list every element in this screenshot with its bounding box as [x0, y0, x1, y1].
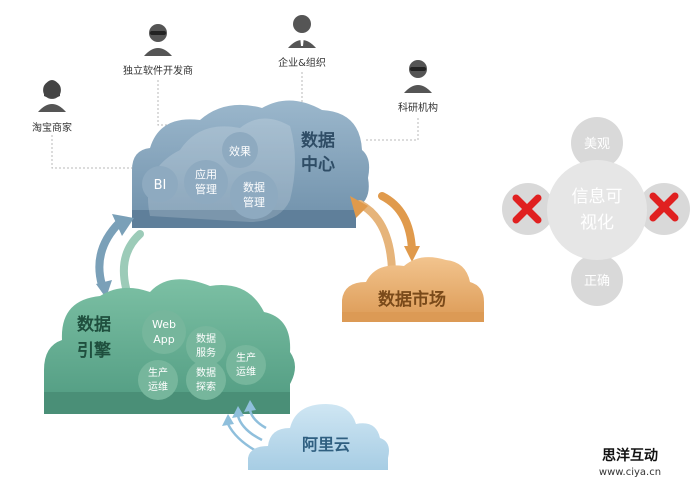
bubble-bi — [142, 166, 178, 202]
data-engine-title-2: 引擎 — [77, 340, 112, 361]
viz-bottom-label: 正确 — [584, 274, 610, 289]
bubble-app-mgmt — [184, 160, 228, 204]
aliyun-arrow-head-3 — [244, 400, 256, 412]
arrow-head-market-up — [350, 196, 368, 218]
bubble-data-explore-2: 探索 — [196, 380, 216, 393]
bubble-data-explore — [186, 360, 226, 400]
viz-top-label: 美观 — [584, 137, 610, 152]
data-market-cloud — [342, 257, 484, 322]
bubble-prod-ops-b-1: 生产 — [236, 351, 256, 364]
viz-center-label-2: 视化 — [580, 213, 614, 233]
label-research: 科研机构 — [398, 101, 438, 114]
bubble-app-mgmt-1: 应用 — [195, 167, 217, 181]
bubble-prod-ops-b-2: 运维 — [236, 365, 256, 378]
arrow-market-center — [356, 192, 416, 274]
label-isv: 独立软件开发商 — [123, 64, 193, 77]
watermark-url: www.ciya.cn — [599, 467, 661, 478]
bubble-prod-ops-a — [138, 360, 178, 400]
arrow-head-down — [96, 280, 112, 298]
arrow-head-market-down — [404, 246, 420, 262]
aliyun-arrow-head-1 — [222, 414, 234, 426]
bubble-effect-label: 效果 — [229, 144, 251, 158]
viz-center-label-1: 信息可 — [572, 187, 623, 207]
person-icon-research — [404, 60, 432, 93]
data-engine-title-1: 数据 — [77, 314, 111, 335]
red-x-icon-left — [512, 194, 542, 224]
bubble-data-mgmt-2: 管理 — [243, 195, 265, 209]
viz-center-circle — [547, 160, 647, 260]
bubble-data-service-1: 数据 — [196, 332, 216, 345]
bubble-data-service — [186, 326, 226, 366]
person-icon-isv — [144, 24, 172, 56]
person-icon-enterprise — [288, 15, 316, 48]
watermark-brand: 思洋互动 — [602, 447, 658, 464]
bubble-prod-ops-a-2: 运维 — [148, 380, 168, 393]
aliyun-arrow-head-2 — [232, 406, 244, 418]
arrow-head-up — [112, 214, 134, 236]
viz-top-circle — [571, 117, 623, 169]
arrow-engine-to-center — [95, 218, 144, 292]
bubble-effect — [222, 132, 258, 168]
bubble-webapp — [142, 310, 186, 354]
label-enterprise: 企业&组织 — [278, 56, 326, 69]
red-x-icon-right — [649, 192, 679, 222]
aliyun-title: 阿里云 — [302, 435, 350, 454]
bubble-prod-ops-a-1: 生产 — [148, 366, 168, 379]
data-market-title: 数据市场 — [378, 289, 446, 310]
bubble-data-mgmt-1: 数据 — [243, 180, 265, 194]
data-center-title-1: 数据 — [301, 130, 335, 151]
person-icon-taobao — [38, 80, 66, 112]
label-taobao: 淘宝商家 — [32, 121, 72, 134]
data-center-title-2: 中心 — [301, 154, 335, 175]
bubble-bi-label: BI — [154, 178, 167, 193]
bubble-data-service-2: 服务 — [196, 346, 216, 359]
viz-bottom-circle — [571, 254, 623, 306]
bubble-app-mgmt-2: 管理 — [195, 182, 217, 196]
bubble-prod-ops-b — [226, 345, 266, 385]
bubble-webapp-2: App — [153, 333, 175, 346]
bubble-webapp-1: Web — [152, 318, 176, 331]
bubble-data-explore-1: 数据 — [196, 366, 216, 379]
bubble-data-mgmt — [230, 171, 278, 219]
aliyun-cloud — [248, 404, 389, 470]
